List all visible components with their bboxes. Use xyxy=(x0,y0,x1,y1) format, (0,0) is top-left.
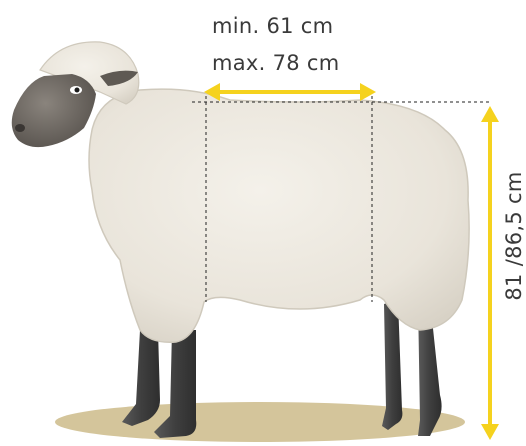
width-arrow xyxy=(204,83,376,101)
sheep-face xyxy=(12,74,96,147)
sheep-nose xyxy=(15,124,25,132)
ground-shadow xyxy=(55,402,465,442)
sheep-body xyxy=(89,89,469,342)
width-min-label: min. 61 cm xyxy=(212,14,333,38)
width-max-label: max. 78 cm xyxy=(212,51,340,75)
height-arrow xyxy=(481,106,499,440)
height-label: 81 /86,5 cm xyxy=(502,171,526,300)
